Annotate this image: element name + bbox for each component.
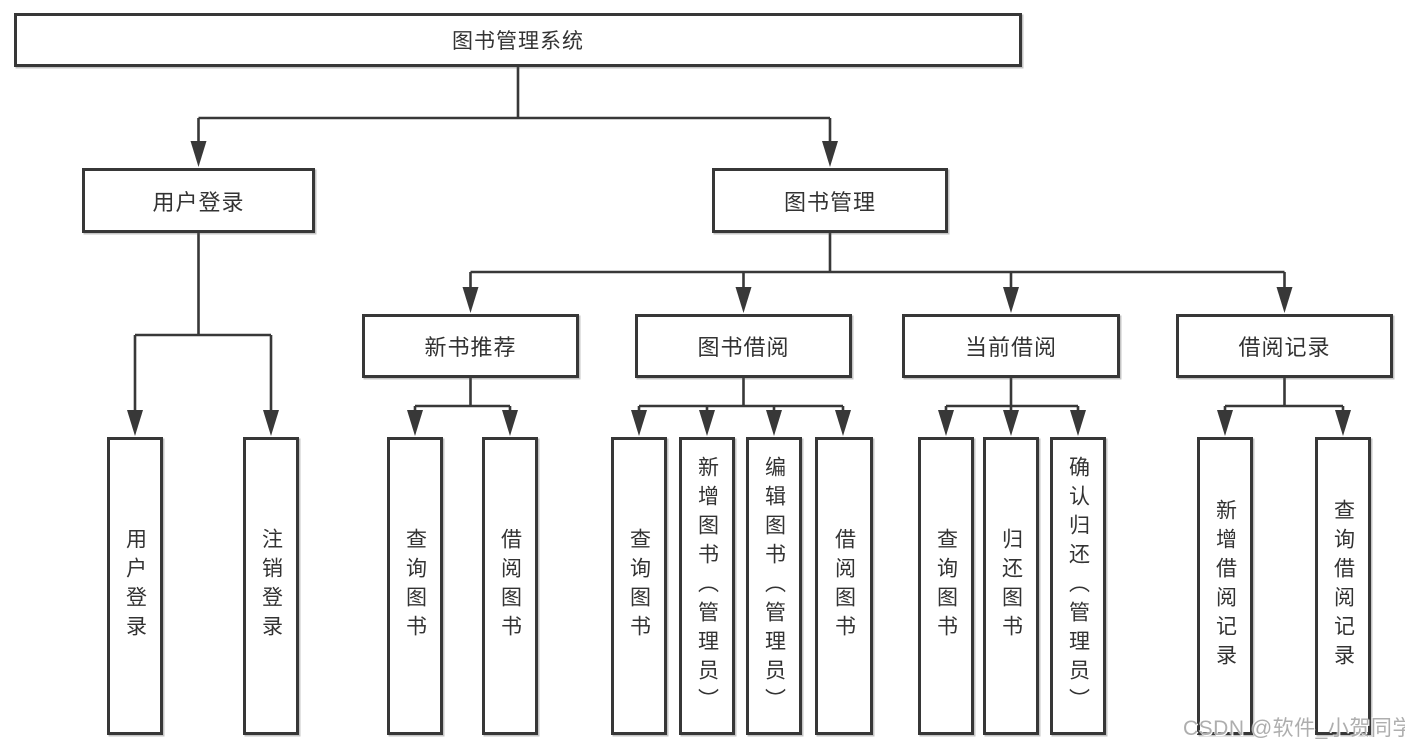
- node-label: 查询图书: [403, 528, 427, 644]
- node-current-borrow: 当前借阅: [902, 314, 1120, 378]
- leaf-query-books-2: 查询图书: [611, 437, 667, 735]
- leaf-query-borrow-record: 查询借阅记录: [1315, 437, 1371, 735]
- leaf-query-books-3: 查询图书: [918, 437, 974, 735]
- leaf-add-books-admin: 新增图书（管理员）: [679, 437, 735, 735]
- node-label: 查询借阅记录: [1331, 499, 1355, 673]
- connector-paths: [133, 67, 1345, 413]
- node-label: 用户登录: [152, 189, 245, 215]
- node-library-management-system: 图书管理系统: [14, 13, 1022, 67]
- node-book-borrow: 图书借阅: [635, 314, 852, 378]
- node-label: 新书推荐: [424, 335, 517, 360]
- node-user-login: 用户登录: [82, 168, 315, 233]
- node-book-management: 图书管理: [712, 168, 948, 233]
- node-label: 图书管理系统: [452, 30, 584, 53]
- leaf-edit-books-admin: 编辑图书（管理员）: [746, 437, 802, 735]
- node-new-book-recommend: 新书推荐: [362, 314, 579, 378]
- node-label: 图书借阅: [697, 335, 790, 360]
- node-label: 确认归还（管理员）: [1066, 455, 1090, 717]
- node-label: 新增图书（管理员）: [695, 455, 719, 717]
- leaf-user-login: 用户登录: [107, 437, 163, 735]
- node-label: 编辑图书（管理员）: [762, 455, 786, 717]
- leaf-return-books: 归还图书: [983, 437, 1039, 735]
- arrowheads: [127, 141, 1351, 436]
- node-label: 查询图书: [627, 528, 651, 644]
- leaf-borrow-books-1: 借阅图书: [482, 437, 538, 735]
- node-label: 查询图书: [934, 528, 958, 644]
- leaf-logout: 注销登录: [243, 437, 299, 735]
- node-label: 借阅记录: [1238, 335, 1331, 360]
- node-label: 借阅图书: [498, 528, 522, 644]
- node-label: 图书管理: [783, 189, 876, 215]
- node-label: 新增借阅记录: [1213, 499, 1237, 673]
- node-borrow-records: 借阅记录: [1176, 314, 1393, 378]
- csdn-watermark: CSDN @软件_小贺同学: [1183, 717, 1405, 740]
- node-label: 借阅图书: [832, 528, 856, 644]
- leaf-confirm-return-admin: 确认归还（管理员）: [1050, 437, 1106, 735]
- node-label: 当前借阅: [964, 335, 1057, 360]
- node-label: 归还图书: [999, 528, 1023, 644]
- leaf-borrow-books-2: 借阅图书: [815, 437, 873, 735]
- node-label: 用户登录: [123, 528, 147, 644]
- leaf-add-borrow-record: 新增借阅记录: [1197, 437, 1253, 735]
- node-label: 注销登录: [259, 528, 283, 644]
- leaf-query-books-1: 查询图书: [387, 437, 443, 735]
